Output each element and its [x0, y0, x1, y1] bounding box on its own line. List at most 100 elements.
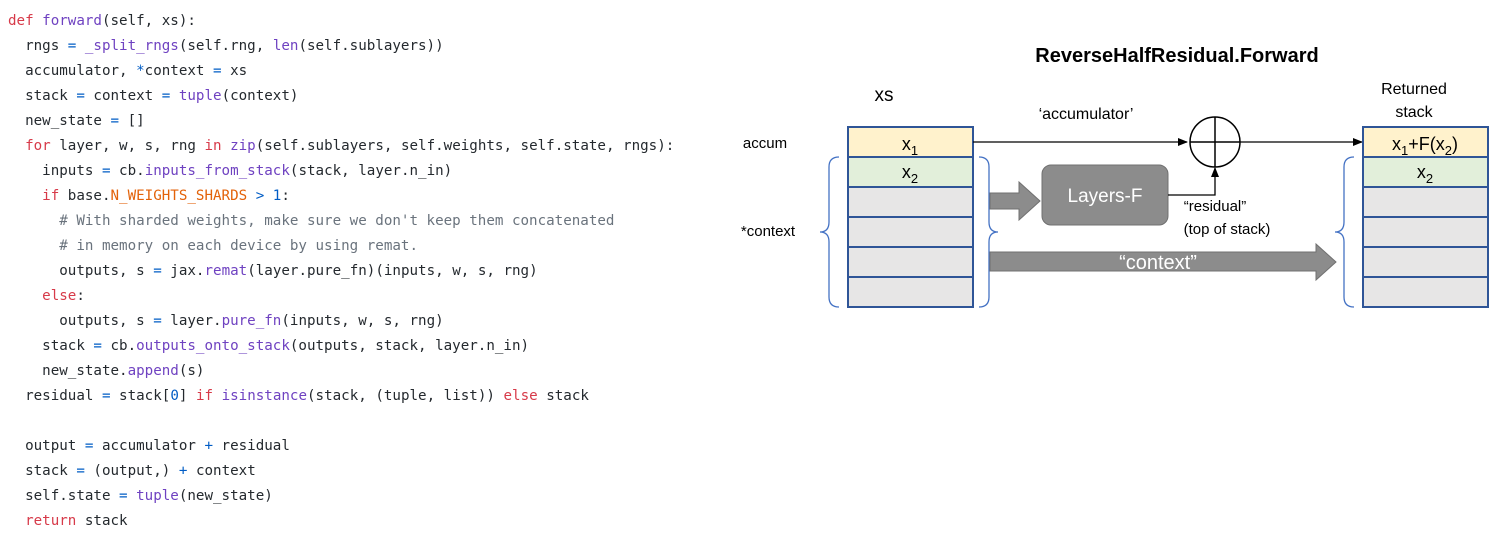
- code-line: stack = (output,) + context: [8, 459, 674, 484]
- code-token: pure_fn: [221, 313, 282, 329]
- code-line: # With sharded weights, make sure we don…: [8, 209, 674, 234]
- code-token: if: [195, 388, 214, 404]
- accumulator-edge-label: ‘accumulator’: [1039, 106, 1134, 123]
- stack-cell-empty: [1362, 186, 1489, 218]
- code-token: inputs_from_stack: [144, 163, 290, 179]
- code-token: in: [204, 138, 222, 154]
- xs-label: xs: [875, 85, 894, 106]
- code-token: return: [8, 513, 77, 529]
- code-token: (self.sublayers, self.weights, self.stat…: [255, 138, 675, 154]
- code-token: =: [110, 113, 120, 129]
- code-token: (layer.pure_fn)(inputs, w, s, rng): [247, 263, 538, 279]
- left-close-brace: [978, 156, 999, 308]
- context-arrow-label: “context”: [1119, 252, 1197, 274]
- code-token: =: [84, 438, 94, 454]
- code-token: for: [8, 138, 51, 154]
- code-token: =: [101, 163, 111, 179]
- diagram-title: ReverseHalfResidual.Forward: [1035, 45, 1318, 67]
- code-token: (self.sublayers)): [298, 38, 444, 54]
- code-line: else:: [8, 284, 674, 309]
- layers-input-arrow: [989, 180, 1041, 222]
- stack-cell-empty: [847, 276, 974, 308]
- code-token: inputs: [8, 163, 102, 179]
- code-token: (s): [178, 363, 205, 379]
- code-token: new_state: [8, 113, 111, 129]
- code-token: =: [161, 88, 171, 104]
- code-token: 0: [170, 388, 179, 404]
- context-arrow: [989, 242, 1337, 282]
- stack-cell-empty: [1362, 246, 1489, 278]
- code-token: stack: [76, 513, 128, 529]
- code-token: (inputs, w, s, rng): [281, 313, 444, 329]
- code-token: accumulator,: [8, 63, 137, 79]
- code-token: context: [187, 463, 256, 479]
- returned-stack-label: Returned: [1381, 81, 1447, 98]
- stack-cell-x2: [1362, 156, 1489, 188]
- code-token: new_state.: [8, 363, 128, 379]
- code-token: N_WEIGHTS_SHARDS: [110, 188, 248, 204]
- code-token: cb.: [110, 163, 145, 179]
- code-token: cb.: [101, 338, 137, 354]
- code-token: []: [119, 113, 145, 129]
- right-x2-label: x2: [1417, 162, 1433, 186]
- code-token: isinstance: [213, 388, 308, 404]
- code-line: for layer, w, s, rng in zip(self.sublaye…: [8, 134, 674, 159]
- residual-sublabel: (top of stack): [1184, 221, 1271, 238]
- code-token: # With sharded weights, make sure we don…: [8, 213, 615, 229]
- code-token: else: [503, 388, 538, 404]
- code-token: (context): [221, 88, 299, 104]
- code-token: (stack, (tuple, list)): [307, 388, 504, 404]
- code-token: =: [76, 463, 85, 479]
- code-listing: def forward(self, xs): rngs = _split_rng…: [8, 9, 674, 534]
- code-token: rngs: [8, 38, 68, 54]
- code-token: (self, xs):: [101, 13, 196, 29]
- left-open-brace: [819, 156, 840, 308]
- code-token: base.: [59, 188, 111, 204]
- code-token: accumulator: [93, 438, 205, 454]
- right-sum-label: x1+F(x2): [1392, 134, 1458, 158]
- code-line: outputs, s = jax.remat(layer.pure_fn)(in…: [8, 259, 674, 284]
- code-token: jax.: [161, 263, 205, 279]
- code-token: =: [101, 388, 111, 404]
- code-line: def forward(self, xs):: [8, 9, 674, 34]
- code-token: append: [127, 363, 179, 379]
- code-token: residual: [213, 438, 290, 454]
- code-token: 1: [264, 188, 282, 204]
- returned-stack: [1362, 126, 1489, 308]
- code-line: if base.N_WEIGHTS_SHARDS > 1:: [8, 184, 674, 209]
- stack-cell-empty: [1362, 276, 1489, 308]
- layers-f-label: Layers-F: [1068, 186, 1143, 207]
- code-line: self.state = tuple(new_state): [8, 484, 674, 509]
- code-token: (stack, layer.n_in): [289, 163, 453, 179]
- accum-label: accum: [743, 135, 787, 152]
- stack-cell-empty: [847, 216, 974, 248]
- code-token: =: [76, 88, 85, 104]
- residual-arrow: [1168, 167, 1219, 196]
- code-token: residual: [8, 388, 102, 404]
- code-token: outputs_onto_stack: [136, 338, 290, 354]
- code-token: len: [272, 38, 299, 54]
- code-line: new_state.append(s): [8, 359, 674, 384]
- code-token: stack: [537, 388, 589, 404]
- code-token: outputs, s: [8, 263, 154, 279]
- code-token: ]: [178, 388, 196, 404]
- code-token: remat: [204, 263, 248, 279]
- code-line: rngs = _split_rngs(self.rng, len(self.su…: [8, 34, 674, 59]
- code-token: else: [8, 288, 77, 304]
- code-token: :: [281, 188, 290, 204]
- code-token: layer.: [161, 313, 222, 329]
- code-token: (outputs, stack, layer.n_in): [289, 338, 530, 354]
- stack-cell-empty: [1362, 216, 1489, 248]
- code-token: outputs, s: [8, 313, 154, 329]
- code-token: +: [204, 438, 214, 454]
- returned-stack-sublabel: stack: [1395, 104, 1433, 121]
- right-open-brace: [1334, 156, 1355, 308]
- left-x2-label: x2: [902, 162, 918, 186]
- code-token: if: [8, 188, 60, 204]
- code-line: # in memory on each device by using rema…: [8, 234, 674, 259]
- code-token: context: [144, 63, 214, 79]
- code-token: (self.rng,: [178, 38, 273, 54]
- code-token: tuple: [170, 88, 222, 104]
- code-token: xs: [221, 63, 248, 79]
